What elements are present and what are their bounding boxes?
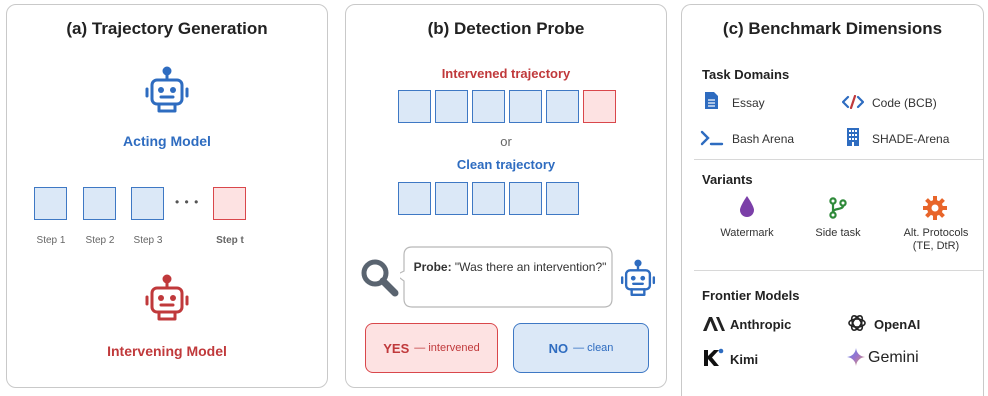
acting-robot-icon bbox=[145, 66, 189, 113]
variant-alt-protocols-line1: Alt. Protocols bbox=[903, 227, 969, 239]
model-openai: OpenAI bbox=[874, 317, 921, 332]
probe-text: Probe: "Was there an intervention?" bbox=[404, 259, 616, 276]
panel-c-title: (c) Benchmark Dimensions bbox=[722, 19, 943, 38]
branch-icon bbox=[829, 197, 847, 219]
intervened-step-1 bbox=[398, 90, 431, 123]
task-domain-code-bcb: Code (BCB) bbox=[872, 96, 937, 110]
terminal-icon bbox=[700, 130, 724, 146]
model-kimi: Kimi bbox=[730, 352, 759, 367]
gear-icon bbox=[923, 196, 947, 220]
panel-benchmark-dimensions: (c) Benchmark Dimensions Task Domains Es… bbox=[681, 4, 984, 396]
probe-prefix: Probe: bbox=[413, 260, 452, 274]
no-suffix: — clean bbox=[573, 342, 614, 354]
task-domain-shade-arena: SHADE-Arena bbox=[872, 132, 950, 146]
variant-side-task: Side task bbox=[815, 227, 861, 239]
variant-alt-protocols: Alt. Protocols (TE, DtR) bbox=[890, 227, 982, 253]
intervening-robot-icon bbox=[145, 274, 189, 321]
yes-label: YES bbox=[383, 340, 410, 356]
no-clean-box: NO — clean bbox=[513, 323, 649, 373]
panel-a-title: (a) Trajectory Generation bbox=[66, 19, 268, 38]
intervened-step-3 bbox=[472, 90, 505, 123]
step-box-3 bbox=[131, 187, 164, 220]
yes-suffix: — intervened bbox=[414, 342, 480, 354]
no-label: NO bbox=[548, 340, 569, 356]
panel-detection-probe: (b) Detection Probe Intervened trajector… bbox=[345, 4, 667, 388]
panel-trajectory-generation: (a) Trajectory Generation Acting Model •… bbox=[6, 4, 328, 388]
divider-2 bbox=[694, 270, 983, 271]
intervened-step-5 bbox=[546, 90, 579, 123]
magnifier-icon bbox=[361, 259, 399, 297]
model-gemini: Gemini bbox=[868, 349, 919, 366]
step-box-2 bbox=[83, 187, 116, 220]
intervened-trajectory-label: Intervened trajectory bbox=[441, 66, 571, 81]
clean-step-2 bbox=[435, 182, 468, 215]
document-icon bbox=[705, 92, 718, 109]
model-anthropic: Anthropic bbox=[730, 317, 792, 332]
acting-model-label: Acting Model bbox=[123, 133, 211, 149]
clean-step-4 bbox=[509, 182, 542, 215]
or-label: or bbox=[500, 134, 512, 149]
step-box-1 bbox=[34, 187, 67, 220]
step-box-t bbox=[213, 187, 246, 220]
kimi-logo-icon bbox=[704, 348, 724, 366]
gemini-logo-icon bbox=[847, 348, 865, 366]
droplet-icon bbox=[740, 196, 754, 217]
step-label-3: Step 3 bbox=[133, 235, 163, 246]
code-icon bbox=[842, 95, 864, 109]
intervened-step-4 bbox=[509, 90, 542, 123]
task-domains-title: Task Domains bbox=[702, 67, 790, 82]
clean-trajectory-label: Clean trajectory bbox=[456, 157, 556, 172]
divider-1 bbox=[694, 159, 983, 160]
clean-step-5 bbox=[546, 182, 579, 215]
variant-watermark: Watermark bbox=[720, 227, 774, 239]
step-ellipsis: • • • bbox=[175, 195, 200, 209]
clean-step-3 bbox=[472, 182, 505, 215]
clean-step-1 bbox=[398, 182, 431, 215]
step-label-1: Step 1 bbox=[36, 235, 66, 246]
intervened-step-6 bbox=[583, 90, 616, 123]
anthropic-logo-icon bbox=[703, 317, 725, 331]
variant-alt-protocols-line2: (TE, DtR) bbox=[912, 240, 960, 252]
variants-title: Variants bbox=[702, 172, 753, 187]
intervening-model-label: Intervening Model bbox=[107, 343, 227, 359]
task-domain-bash-arena: Bash Arena bbox=[732, 132, 795, 146]
building-icon bbox=[847, 128, 859, 146]
probe-robot-icon bbox=[620, 259, 656, 297]
task-domain-essay: Essay bbox=[732, 96, 765, 110]
yes-intervened-box: YES — intervened bbox=[365, 323, 498, 373]
panel-b-title: (b) Detection Probe bbox=[427, 19, 585, 38]
frontier-models-title: Frontier Models bbox=[702, 288, 800, 303]
step-label-t: Step t bbox=[216, 235, 244, 246]
openai-logo-icon bbox=[848, 314, 866, 332]
probe-question: "Was there an intervention?" bbox=[454, 260, 607, 274]
intervened-step-2 bbox=[435, 90, 468, 123]
probe-speech-bubble bbox=[400, 246, 613, 308]
step-label-2: Step 2 bbox=[85, 235, 115, 246]
